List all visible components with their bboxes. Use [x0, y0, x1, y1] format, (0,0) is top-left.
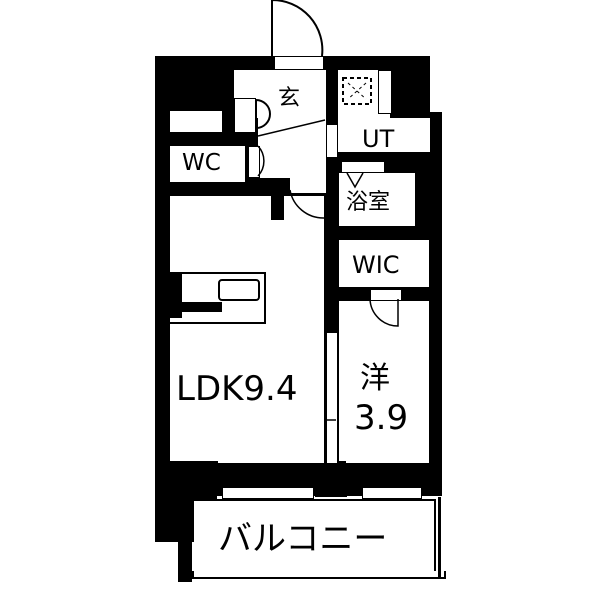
wic-door — [370, 289, 402, 301]
bath-door — [341, 161, 385, 173]
label-western-size: 3.9 — [354, 398, 409, 438]
label-bath: 浴室 — [346, 190, 391, 215]
ut-door-jamb — [326, 124, 338, 158]
window-ldk — [222, 487, 314, 499]
room-western — [339, 301, 429, 461]
western-lower — [346, 455, 429, 463]
closet-strip — [170, 111, 222, 132]
room-wic — [339, 240, 429, 287]
ut-right — [338, 118, 430, 152]
room-wc — [170, 146, 245, 182]
hall-to-ldk — [290, 175, 326, 193]
label-balcony: バルコニー — [218, 519, 388, 559]
entry-door-opening — [274, 56, 324, 70]
wc-door — [248, 146, 260, 178]
ut-fixture — [378, 70, 392, 114]
partition-pillar — [315, 463, 347, 497]
ldk-lower-right — [218, 455, 324, 463]
label-wc: WC — [182, 150, 221, 176]
ldk-wall-stub — [271, 196, 284, 220]
wall-balcony-left — [178, 520, 192, 582]
sink-icon — [218, 279, 260, 301]
label-wic: WIC — [352, 251, 400, 279]
balcony-rail-right — [438, 497, 441, 577]
label-entrance: 玄 — [278, 86, 301, 111]
room-ldk — [170, 196, 324, 461]
window-western — [362, 487, 422, 499]
entrance-lower — [258, 110, 326, 122]
label-western: 洋 — [360, 361, 390, 396]
kitchen-back — [170, 302, 222, 312]
label-ldk: LDK9.4 — [176, 369, 298, 409]
label-ut: UT — [362, 125, 395, 153]
balcony-rail — [192, 571, 446, 579]
room-hall — [258, 122, 326, 178]
